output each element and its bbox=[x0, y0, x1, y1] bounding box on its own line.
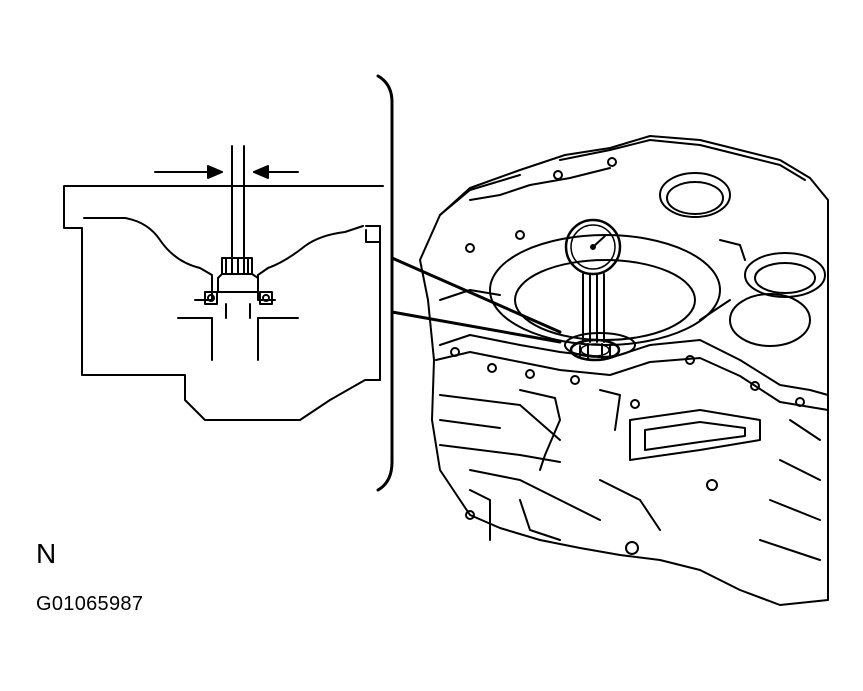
right-bore bbox=[744, 252, 826, 298]
figure-code: G01065987 bbox=[36, 593, 144, 615]
shaft-section bbox=[177, 303, 299, 361]
housing-inner-profile-right bbox=[257, 225, 364, 301]
transaxle-case-icon bbox=[419, 135, 829, 606]
housing-inner-profile bbox=[83, 217, 213, 301]
upper-bore bbox=[659, 172, 731, 218]
housing-outline bbox=[63, 185, 384, 421]
housing-step bbox=[365, 225, 381, 243]
callout-bracket bbox=[376, 74, 562, 492]
leader-line-upper bbox=[390, 256, 562, 334]
bearing-icon bbox=[204, 257, 273, 305]
dial-indicator-icon bbox=[564, 218, 622, 362]
figure-letter: N bbox=[36, 538, 57, 569]
cross-section-inset bbox=[63, 145, 384, 421]
measurement-arrows bbox=[154, 165, 299, 179]
bolt-holes bbox=[450, 157, 805, 555]
case-outline bbox=[419, 135, 829, 606]
leader-line-lower bbox=[390, 310, 562, 344]
side-ribs bbox=[439, 239, 821, 561]
face-flange bbox=[439, 334, 829, 396]
